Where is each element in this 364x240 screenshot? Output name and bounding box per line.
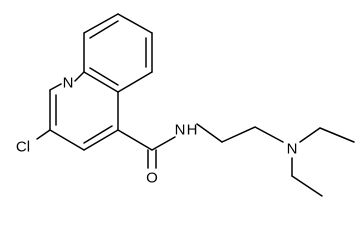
benzo-ring [83, 13, 153, 93]
ring-nitrogen-label: N [63, 75, 74, 92]
carboxamide-group [117, 129, 176, 169]
bond [117, 129, 153, 151]
bond [254, 126, 284, 143]
amine-nitrogen-label: N [287, 141, 298, 158]
bond [117, 13, 153, 34]
amide-nitrogen-label: N [175, 122, 186, 139]
bond [83, 71, 119, 93]
bond [221, 126, 256, 143]
bond [49, 83, 62, 91]
bond [319, 127, 355, 143]
bond [291, 175, 323, 197]
bond [196, 123, 223, 143]
bond [49, 129, 85, 151]
bond [83, 129, 119, 151]
bond [74, 71, 85, 82]
bond [83, 125, 113, 144]
bond [117, 71, 153, 93]
amide-hydrogen-label: H [187, 122, 198, 139]
diethylaminoethyl-chain [196, 123, 355, 197]
bond [83, 13, 119, 34]
bond [36, 129, 51, 140]
chemical-structure: N Cl O N H N [16, 13, 355, 197]
bond [89, 20, 119, 39]
carbonyl-oxygen-label: O [146, 170, 158, 187]
bond [151, 136, 176, 151]
bond [299, 127, 321, 143]
pyridine-ring [49, 71, 119, 151]
chlorine-label: Cl [16, 139, 30, 156]
bond [89, 67, 119, 86]
